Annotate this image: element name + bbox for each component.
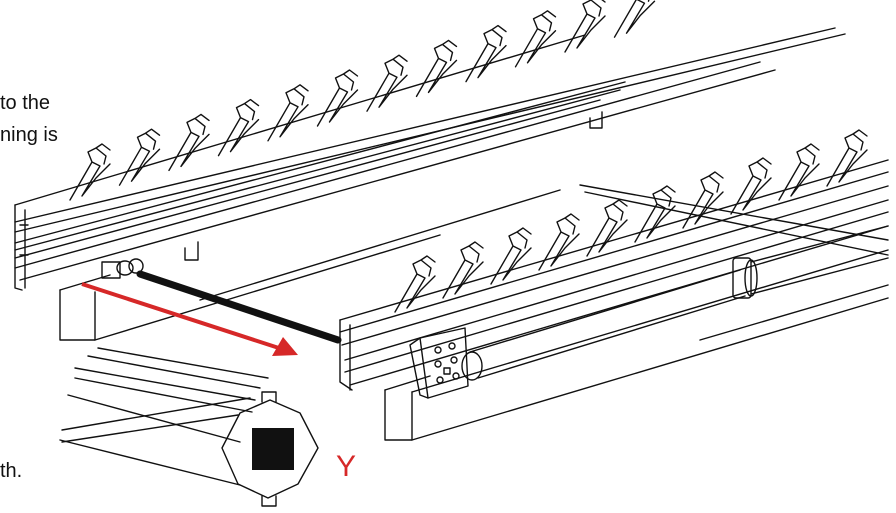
roller-hook: [442, 241, 484, 299]
far-rail-hooks: [69, 0, 656, 201]
roller-hook: [564, 0, 606, 53]
roller-hook: [415, 39, 458, 98]
roller-hook: [586, 199, 628, 257]
roller-hook: [394, 255, 436, 313]
roller-hook: [514, 10, 557, 68]
square-socket: [252, 428, 294, 470]
direction-arrow: [81, 282, 298, 356]
roller-hook: [778, 143, 820, 201]
callout-label-y: Y: [336, 450, 357, 483]
hex-shaft: [136, 270, 342, 344]
instruction-text-fragment-2: ning is: [0, 124, 58, 146]
near-rail-hooks: [394, 129, 868, 313]
roller-hook: [69, 143, 111, 201]
roller-hook: [465, 24, 507, 83]
instruction-text-fragment-3: th.: [0, 460, 23, 482]
roller-hook: [490, 227, 532, 285]
shaft-end-fitting: [101, 258, 144, 279]
roller-hook: [316, 69, 359, 127]
mounting-plate: [409, 327, 469, 399]
roller-hook: [730, 157, 772, 215]
roller-hook: [613, 0, 656, 38]
roller-hook: [634, 185, 676, 243]
hex-shaft-detail: [59, 347, 319, 507]
roller-hook: [366, 54, 408, 112]
near-support-beam: [384, 249, 889, 441]
roller-hook: [682, 171, 724, 229]
far-rail: [14, 27, 846, 291]
roller-hook: [217, 98, 260, 157]
roller-hook: [168, 113, 210, 172]
far-support-beam: [59, 184, 889, 341]
instruction-text-fragment-1: to the: [0, 92, 51, 114]
roller-hook: [826, 129, 868, 187]
roller-hook: [118, 128, 161, 186]
roller-hook: [267, 84, 309, 142]
roller-tube: [461, 225, 889, 381]
roller-hook: [538, 213, 580, 271]
